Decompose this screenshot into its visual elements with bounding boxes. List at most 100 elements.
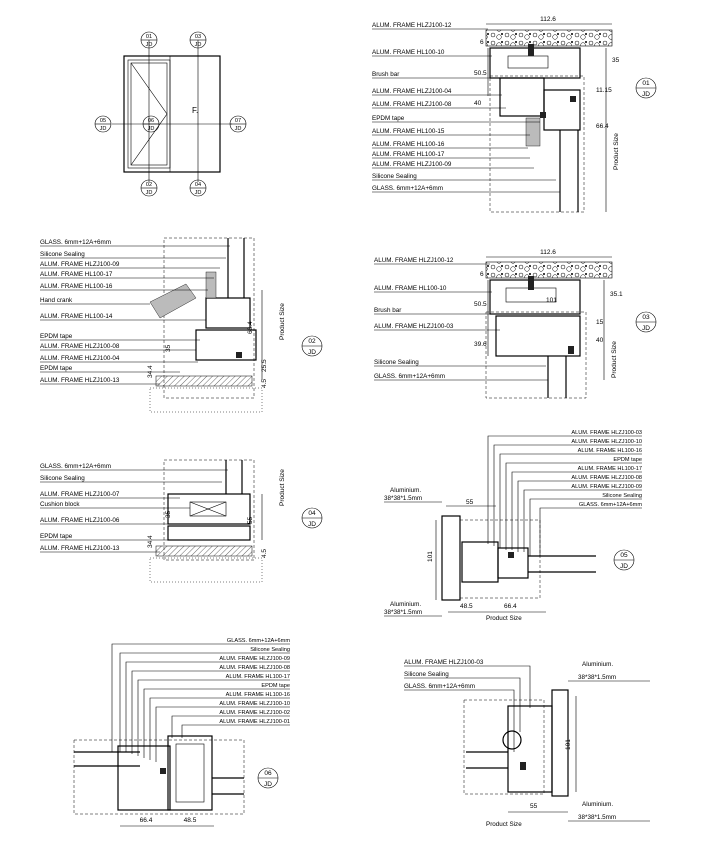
svg-text:50.5: 50.5 — [474, 70, 487, 77]
svg-text:101: 101 — [565, 739, 572, 750]
detail-07: 101 55 Product Size Aluminium. 38*38*1.5… — [404, 659, 650, 828]
detail-02-frame — [195, 329, 257, 361]
svg-text:ALUM. FRAME HLZJ100-09: ALUM. FRAME HLZJ100-09 — [40, 261, 120, 268]
detail-01-gasket — [570, 96, 576, 102]
svg-text:ALUM. FRAME HLZJ100-09: ALUM. FRAME HLZJ100-09 — [372, 161, 452, 168]
detail-03-labels: ALUM. FRAME HLZJ100-12 ALUM. FRAME HL100… — [374, 257, 548, 381]
svg-text:GLASS. 6mm+12A+6mm: GLASS. 6mm+12A+6mm — [227, 638, 290, 644]
svg-text:Brush bar: Brush bar — [374, 307, 401, 314]
svg-text:Aluminium.: Aluminium. — [390, 487, 421, 494]
svg-text:JD: JD — [195, 42, 202, 48]
detail-04-labels: GLASS. 6mm+12A+6mm Silicone Sealing ALUM… — [40, 463, 228, 553]
svg-text:JD: JD — [642, 91, 650, 98]
svg-text:Aluminium.: Aluminium. — [390, 601, 421, 608]
detail-03-fixing — [528, 276, 534, 290]
svg-text:Silicone Sealing: Silicone Sealing — [404, 671, 449, 678]
svg-text:EPDM tape: EPDM tape — [40, 333, 73, 340]
detail-02: 66.4 35 25.5 34.4 4.5 Product Size 02 JD… — [40, 237, 323, 413]
svg-text:ALUM. FRAME HL100-10: ALUM. FRAME HL100-10 — [374, 285, 447, 292]
svg-text:ALUM. FRAME HLZJ100-04: ALUM. FRAME HLZJ100-04 — [40, 355, 120, 362]
svg-text:35: 35 — [165, 510, 172, 518]
elevation-tag-05[interactable]: 05 JD — [94, 115, 112, 133]
svg-text:38*38*1.5mm: 38*38*1.5mm — [384, 495, 422, 502]
svg-text:38*38*1.5mm: 38*38*1.5mm — [578, 674, 616, 681]
detail-06-tag[interactable]: 06 JD — [257, 767, 279, 789]
svg-text:112.6: 112.6 — [540, 249, 556, 256]
detail-07-labels: ALUM. FRAME HLZJ100-03 Silicone Sealing … — [404, 659, 531, 752]
svg-text:ALUM. FRAME HL100-17: ALUM. FRAME HL100-17 — [578, 466, 642, 472]
detail-06-wall-outline — [73, 739, 245, 815]
detail-01-bracket — [525, 117, 541, 147]
svg-text:ALUM. FRAME HL100-15: ALUM. FRAME HL100-15 — [372, 128, 445, 135]
svg-text:40: 40 — [474, 100, 482, 107]
detail-06-labels: GLASS. 6mm+12A+6mm Silicone Sealing ALUM… — [111, 638, 290, 762]
svg-text:15: 15 — [596, 319, 604, 326]
detail-06-mullion-chamber — [175, 743, 205, 803]
svg-text:66.4: 66.4 — [504, 603, 517, 610]
detail-05-labels: ALUM. FRAME HLZJ100-03 ALUM. FRAME HLZJ1… — [487, 430, 642, 556]
detail-01-sash — [499, 77, 545, 117]
elevation-tag-03[interactable]: 03 JD — [189, 31, 207, 49]
svg-text:Product Size: Product Size — [613, 133, 620, 170]
detail-06-mullion — [167, 735, 213, 811]
svg-text:Silicone Sealing: Silicone Sealing — [602, 493, 642, 499]
svg-text:05: 05 — [100, 118, 106, 124]
svg-text:ALUM. FRAME HLZJ100-02: ALUM. FRAME HLZJ100-02 — [219, 710, 290, 716]
elevation-tag-01[interactable]: 01 JD — [140, 31, 158, 49]
window-outer-frame — [123, 55, 221, 173]
svg-text:JD: JD — [235, 126, 242, 132]
svg-text:ALUM. FRAME HLZJ100-03: ALUM. FRAME HLZJ100-03 — [404, 659, 484, 666]
svg-text:ALUM. FRAME HL100-16: ALUM. FRAME HL100-16 — [226, 692, 290, 698]
elevation-tag-04[interactable]: 04 JD — [189, 179, 207, 197]
svg-text:Silicone Sealing: Silicone Sealing — [40, 475, 85, 482]
svg-text:EPDM tape: EPDM tape — [372, 115, 405, 122]
svg-text:Silicone Sealing: Silicone Sealing — [374, 359, 419, 366]
detail-05-gasket — [508, 552, 514, 558]
detail-02-tag[interactable]: 02 JD — [301, 335, 323, 357]
svg-text:GLASS. 6mm+12A+6mm: GLASS. 6mm+12A+6mm — [374, 373, 445, 380]
detail-04-tag[interactable]: 04 JD — [301, 507, 323, 529]
detail-03-tag[interactable]: 03 JD — [635, 311, 657, 333]
svg-text:Product Size: Product Size — [279, 303, 286, 340]
svg-text:35.1: 35.1 — [610, 291, 623, 298]
detail-05-frame — [461, 541, 499, 583]
svg-text:JD: JD — [308, 349, 316, 356]
elevation-tag-06[interactable]: 06 JD — [142, 115, 160, 133]
svg-text:Hand crank: Hand crank — [40, 297, 73, 304]
detail-02-labels: GLASS. 6mm+12A+6mm Silicone Sealing ALUM… — [40, 239, 230, 385]
svg-text:ALUM. FRAME HLZJ100-03: ALUM. FRAME HLZJ100-03 — [374, 323, 454, 330]
svg-text:ALUM. FRAME HL100-17: ALUM. FRAME HL100-17 — [40, 271, 113, 278]
svg-text:EPDM tape: EPDM tape — [40, 533, 73, 540]
detail-02-concrete — [149, 387, 263, 413]
detail-04-cushion-block — [189, 501, 227, 517]
elevation-view: F. — [112, 40, 232, 182]
svg-text:Aluminium.: Aluminium. — [582, 801, 613, 808]
svg-text:ALUM. FRAME HLZJ100-09: ALUM. FRAME HLZJ100-09 — [571, 484, 642, 490]
detail-03-wall-outline — [485, 311, 587, 399]
svg-text:55: 55 — [466, 499, 474, 506]
svg-text:JD: JD — [642, 325, 650, 332]
svg-text:ALUM. FRAME HLZJ100-13: ALUM. FRAME HLZJ100-13 — [40, 545, 120, 552]
detail-05-sash — [497, 547, 529, 579]
svg-text:04: 04 — [308, 510, 316, 517]
svg-text:66.4: 66.4 — [247, 321, 254, 334]
elevation-tag-02[interactable]: 02 JD — [140, 179, 158, 197]
detail-01-wall-outline — [489, 75, 585, 213]
svg-text:EPDM tape: EPDM tape — [613, 457, 642, 463]
detail-04-concrete — [149, 557, 263, 583]
svg-text:JD: JD — [148, 126, 155, 132]
svg-text:35: 35 — [165, 344, 172, 352]
elevation-tag-07[interactable]: 07 JD — [229, 115, 247, 133]
svg-text:EPDM tape: EPDM tape — [261, 683, 290, 689]
detail-05-tag[interactable]: 05 JD — [613, 549, 635, 571]
svg-text:01: 01 — [642, 80, 650, 87]
detail-06: 66.4 48.5 06 JD GLASS. 6mm+12A+6mm Silic… — [73, 638, 290, 827]
detail-06-gasket — [160, 768, 166, 774]
detail-01-tag[interactable]: 01 JD — [635, 77, 657, 99]
svg-text:Product Size: Product Size — [486, 615, 522, 622]
svg-text:ALUM. FRAME HLZJ100-03: ALUM. FRAME HLZJ100-03 — [571, 430, 642, 436]
detail-04-wall-outline — [163, 459, 255, 561]
svg-text:Brush bar: Brush bar — [372, 71, 399, 78]
svg-text:ALUM. FRAME HL100-17: ALUM. FRAME HL100-17 — [372, 151, 445, 158]
detail-03-gasket — [568, 346, 574, 354]
